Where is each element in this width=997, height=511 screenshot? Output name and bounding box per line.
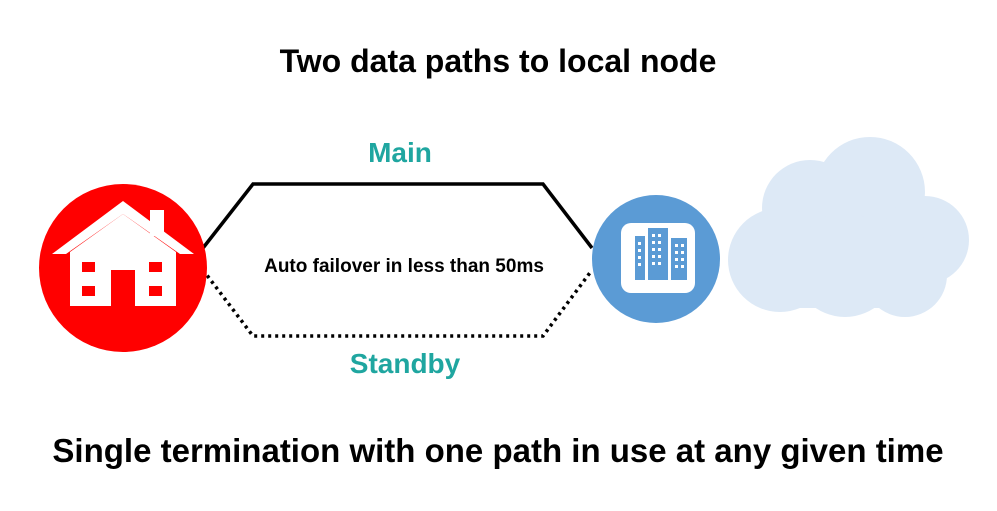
office-building-icon — [621, 223, 695, 293]
house-icon — [52, 201, 194, 306]
local-node — [592, 195, 720, 323]
main-path-line — [201, 182, 594, 250]
home-node — [39, 184, 207, 352]
cloud-icon — [728, 137, 969, 317]
failover-note: Auto failover in less than 50ms — [264, 256, 544, 277]
diagram-title: Two data paths to local node — [280, 43, 717, 79]
main-path-label: Main — [368, 137, 432, 168]
standby-path-label: Standby — [350, 348, 461, 379]
diagram-caption: Single termination with one path in use … — [52, 432, 943, 469]
standby-path-line — [201, 268, 594, 338]
